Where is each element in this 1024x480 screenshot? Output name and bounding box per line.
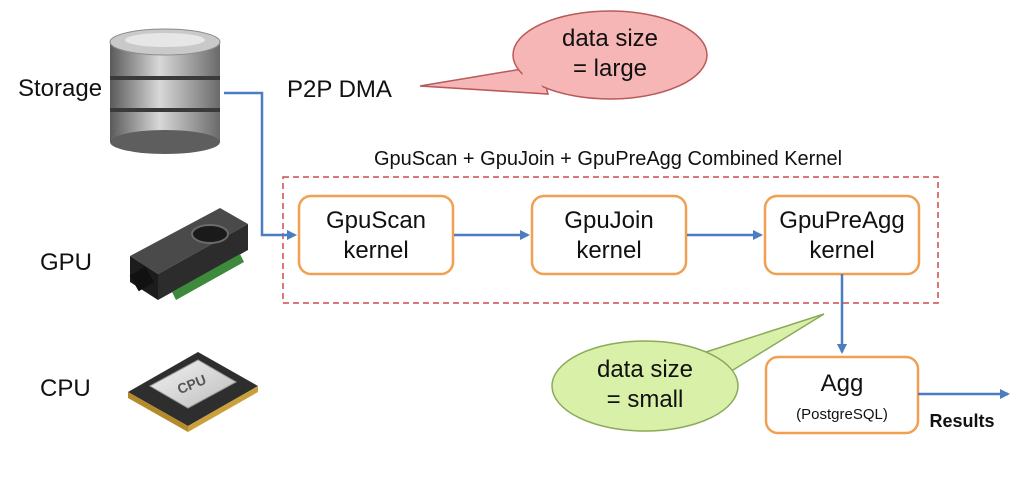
kernel-label-line2: kernel bbox=[343, 237, 408, 264]
kernel-label-line1: GpuJoin bbox=[564, 207, 653, 234]
callout-small-line2: = small bbox=[607, 386, 684, 413]
database-icon bbox=[109, 28, 221, 154]
arrow-storage-to-gpuscan bbox=[224, 91, 297, 240]
agg-title: Agg bbox=[821, 370, 864, 397]
kernel-label-line1: GpuScan bbox=[326, 207, 426, 234]
kernel-label-line2: kernel bbox=[576, 237, 641, 264]
p2p-dma-label: P2P DMA bbox=[287, 76, 392, 103]
kernel-label-line2: kernel bbox=[809, 237, 874, 264]
callout-large-line2: = large bbox=[573, 55, 647, 82]
cpu-label: CPU bbox=[40, 375, 91, 402]
callout-small-line1: data size bbox=[597, 356, 693, 383]
cpu-chip-icon: CPU bbox=[128, 352, 258, 432]
combined-kernel-title: GpuScan + GpuJoin + GpuPreAgg Combined K… bbox=[374, 148, 842, 170]
kernel-label-line1: GpuPreAgg bbox=[779, 207, 904, 234]
callout-data-size-small: data size = small bbox=[551, 313, 825, 432]
gpu-label: GPU bbox=[40, 249, 92, 276]
gpu-card-icon bbox=[129, 208, 248, 300]
agg-box: Agg (PostgreSQL) bbox=[764, 355, 920, 435]
kernel-box-gpujoin: GpuJoin kernel bbox=[530, 194, 688, 276]
results-label: Results bbox=[929, 411, 994, 431]
kernel-box-gpuscan: GpuScan kernel bbox=[297, 194, 455, 276]
callout-data-size-large: data size = large bbox=[419, 10, 708, 100]
agg-subtitle: (PostgreSQL) bbox=[796, 406, 888, 423]
storage-label: Storage bbox=[18, 75, 102, 102]
callout-large-line1: data size bbox=[562, 25, 658, 52]
kernel-box-gpupreagg: GpuPreAgg kernel bbox=[763, 194, 921, 276]
